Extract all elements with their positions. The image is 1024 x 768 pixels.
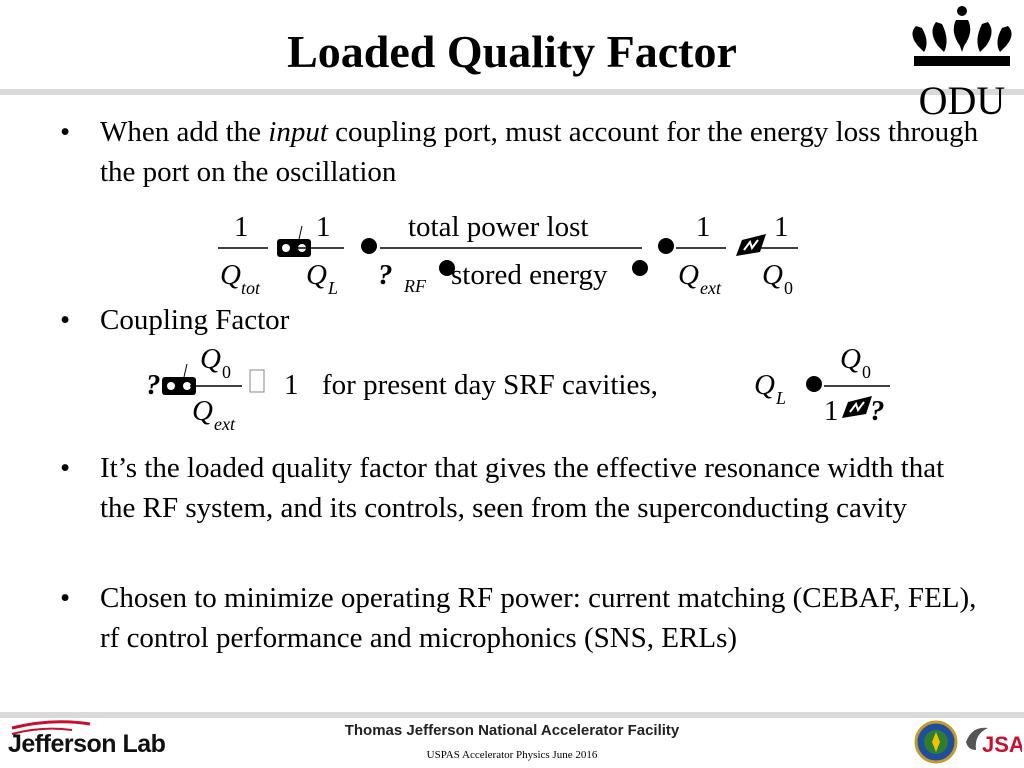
eq1-zero: 0 [784,278,793,298]
odu-logo-text: ODU [919,78,1006,120]
eq2-one: 1 [284,369,299,401]
title-divider [0,89,1024,95]
bullet-marker: • [60,582,71,614]
eq2-text: for present day SRF cavities, [322,369,658,401]
bullet-marker: • [60,452,71,484]
eq1-qext: Q [678,259,699,291]
eq1-denominator-text: stored energy [451,259,608,291]
odu-logo: ODU [912,6,1012,120]
eq2-q0-right: Q [840,343,861,375]
eq1-ql: Q [306,259,327,291]
missing-glyph-box [249,369,265,393]
eq2-one-denom: 1 [824,395,839,427]
equation-beta: ? Q 0 Q ext 1 for present day SRF caviti… [146,343,890,434]
bullet-marker: • [60,304,71,336]
eq1-num-1: 1 [234,211,249,243]
eq2-zero-right: 0 [862,362,871,382]
bullet-text-rf-power: Chosen to minimize operating RF power: c… [100,582,977,654]
paren-dot-open [439,260,455,276]
bullet-text-loaded-q: It’s the loaded quality factor that give… [100,452,945,524]
equation-qtot: 1 Q tot 1 Q L total power lost ? RF stor… [218,211,798,298]
eq1-num-1b: 1 [316,211,331,243]
eq1-ext: ext [700,278,722,298]
jsa-logo-text: JSA [982,732,1022,757]
radio-glyph-icon [162,363,196,395]
glitch-glyph-icon [736,234,766,256]
eq1-numerator-text: total power lost [408,211,588,243]
eq1-l: L [327,278,338,298]
doe-seal-icon [914,720,958,764]
jsa-logo: JSA [966,727,1022,757]
bullet-text-input-coupling: When add the input coupling port, must a… [100,116,979,188]
eq1-tot: tot [241,278,261,298]
eq2-glitch-beta-right: ? [870,395,885,427]
facility-name: Thomas Jefferson National Accelerator Fa… [344,722,680,739]
eq2-ext: ext [214,414,236,434]
footer-divider [0,712,1024,718]
eq1-num-1c: 1 [696,211,711,243]
eq2-l: L [775,388,786,408]
glitch-glyph-icon [842,396,872,418]
eq1-glitch-omega: ? [378,259,393,291]
plus-dot [658,238,674,254]
jefferson-lab-wordmark: Jefferson Lab [8,730,166,758]
eq2-qext: Q [192,395,213,427]
eq2-zero: 0 [222,362,231,382]
eq1-q: Q [220,259,241,291]
eq1-rf: RF [403,276,427,296]
eq1-num-1d: 1 [774,211,789,243]
equals-dot-2 [806,376,822,392]
bullet-marker: • [60,116,71,148]
slide-title: Loaded Quality Factor [287,26,737,77]
eq1-q0: Q [762,259,783,291]
eq2-q0: Q [200,343,221,375]
input-emphasis: input [268,116,328,148]
paren-dot-close [632,260,648,276]
course-caption: USPAS Accelerator Physics June 2016 [426,749,598,761]
radio-glyph-icon [277,225,311,257]
equals-dot [361,238,377,254]
jefferson-lab-logo [11,720,91,735]
bullet-text-coupling-factor: Coupling Factor [100,304,290,336]
eq2-glitch-beta: ? [146,369,161,401]
eq2-ql: Q [754,369,775,401]
